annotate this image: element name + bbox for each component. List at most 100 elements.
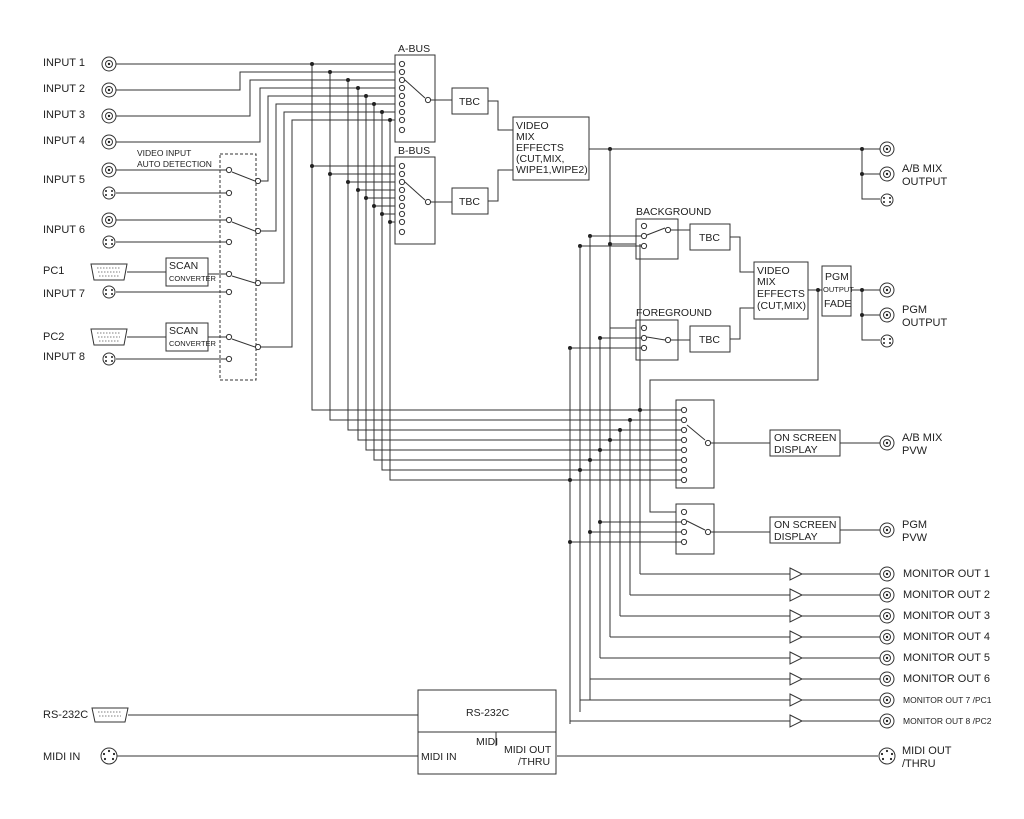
tbc-a: TBC <box>451 87 489 115</box>
pgm-output-label-1: PGM <box>902 304 927 316</box>
mix1-line3: EFFECTS <box>516 142 564 154</box>
buffer-amp-icon <box>789 672 804 686</box>
input-6-label: INPUT 6 <box>43 224 85 236</box>
buffer-amp-icon <box>789 714 804 728</box>
scan-converter-2-sub: CONVERTER <box>169 339 217 348</box>
pvw-input-wiring <box>568 236 770 724</box>
b-bus-switch <box>394 156 436 245</box>
bg-fg-input-wiring <box>568 229 690 350</box>
pgm-output-wiring <box>649 288 880 513</box>
vga-connector-icon <box>90 328 128 346</box>
buffer-amp-icon <box>789 693 804 707</box>
rs232c-label: RS-232C <box>43 709 88 721</box>
ab-mix-output-label-1: A/B MIX <box>902 163 943 175</box>
tbc-fg: TBC <box>689 325 731 353</box>
osd-output-wire <box>840 442 880 531</box>
bnc-connector-icon <box>879 141 895 157</box>
midi-out-label-2: /THRU <box>902 758 936 770</box>
bnc-connector-icon <box>879 307 895 323</box>
mix1-line2: MIX <box>516 131 535 143</box>
input-5-label: INPUT 5 <box>43 174 85 186</box>
video-mix-effects-ab: VIDEO MIX EFFECTS (CUT,MIX, WIPE1,WIPE2) <box>512 116 590 181</box>
bnc-connector-icon <box>879 587 895 603</box>
midi-block-out-2: /THRU <box>518 756 550 768</box>
midi-out-label-1: MIDI OUT <box>902 745 952 757</box>
bnc-connector-icon <box>879 522 895 538</box>
bnc-connector-icon <box>879 650 895 666</box>
ab-pvw-switch <box>675 399 715 489</box>
monitor-out-6-label: MONITOR OUT 6 <box>903 673 990 685</box>
ab-mix-output-wiring <box>589 147 880 329</box>
osd-pgm: ON SCREEN DISPLAY <box>769 516 841 544</box>
bnc-connector-icon <box>879 692 895 708</box>
pgm-pvw-label-2: PVW <box>902 532 928 544</box>
buffer-amp-icon <box>789 588 804 602</box>
b-bus-label: B-BUS <box>398 145 430 157</box>
osd-ab-line2: DISPLAY <box>774 444 818 456</box>
midi-din-connector-icon <box>100 747 118 765</box>
pc2-label: PC2 <box>43 331 64 343</box>
a-bus-label: A-BUS <box>398 43 430 55</box>
input-bus-wiring <box>116 62 640 481</box>
bnc-connector-icon <box>101 82 117 98</box>
bnc-connector-icon <box>101 134 117 150</box>
ab-pvw-label-1: A/B MIX <box>902 432 943 444</box>
tbc-to-mix2-wire <box>730 236 754 340</box>
bnc-connector-icon <box>879 713 895 729</box>
mix2-line1: VIDEO <box>757 265 790 277</box>
bnc-connector-icon <box>101 108 117 124</box>
input-7-label: INPUT 7 <box>43 288 85 300</box>
tbc-fg-label: TBC <box>699 334 720 346</box>
bnc-connector-icon <box>879 608 895 624</box>
svideo-connector-icon <box>102 186 116 200</box>
input-4-label: INPUT 4 <box>43 135 85 147</box>
midi-din-connector-icon <box>878 747 896 765</box>
pc1-label: PC1 <box>43 265 64 277</box>
pgm-output-fade: PGM OUTPUT FADE <box>821 265 854 317</box>
mix2-line4: (CUT,MIX) <box>757 300 806 312</box>
midi-block-title: MIDI <box>476 736 498 748</box>
bnc-connector-icon <box>879 629 895 645</box>
scan-converter-2-label: SCAN <box>169 325 198 337</box>
osd-pgm-line1: ON SCREEN <box>774 519 836 531</box>
buffer-amp-icon <box>789 567 804 581</box>
bnc-connector-icon <box>879 566 895 582</box>
scan-converter-2: SCAN CONVERTER <box>165 322 217 352</box>
bnc-connector-icon <box>879 282 895 298</box>
bnc-connector-icon <box>101 56 117 72</box>
monitor-out-7-label: MONITOR OUT 7 /PC1 <box>903 695 992 705</box>
bnc-connector-icon <box>879 435 895 451</box>
bus-to-tbc-wire <box>431 99 452 203</box>
mix2-line2: MIX <box>757 276 776 288</box>
input-8-label: INPUT 8 <box>43 351 85 363</box>
vga-connector-icon <box>90 263 128 281</box>
monitor-out-1-label: MONITOR OUT 1 <box>903 568 990 580</box>
buffer-amp-icon <box>789 630 804 644</box>
osd-ab-line1: ON SCREEN <box>774 432 836 444</box>
svideo-connector-icon <box>880 334 894 348</box>
bnc-connector-icon <box>101 162 117 178</box>
a-bus-switch <box>394 54 436 143</box>
serial-connector-icon <box>91 707 129 723</box>
osd-pgm-line2: DISPLAY <box>774 531 818 543</box>
osd-ab: ON SCREEN DISPLAY <box>769 429 841 457</box>
tbc-bg-label: TBC <box>699 232 720 244</box>
background-label: BACKGROUND <box>636 206 712 218</box>
buffer-amp-icon <box>789 609 804 623</box>
svideo-connector-icon <box>102 235 116 249</box>
rs232c-block: RS-232C <box>417 689 557 733</box>
rs232c-block-label: RS-232C <box>466 707 510 719</box>
ab-pvw-label-2: PVW <box>902 445 928 457</box>
midi-block-out-1: MIDI OUT <box>504 744 552 756</box>
input-2-label: INPUT 2 <box>43 83 85 95</box>
foreground-label: FOREGROUND <box>636 307 712 319</box>
scan-converter-1: SCAN CONVERTER <box>165 257 217 287</box>
midi-in-label: MIDI IN <box>43 751 80 763</box>
tbc-b: TBC <box>451 187 489 215</box>
monitor-out-5-label: MONITOR OUT 5 <box>903 652 990 664</box>
bnc-connector-icon <box>879 671 895 687</box>
bnc-connector-icon <box>879 166 895 182</box>
pgm-fade-line1: PGM <box>825 271 849 283</box>
detection-switches <box>116 166 262 363</box>
auto-detection-box <box>219 153 257 381</box>
